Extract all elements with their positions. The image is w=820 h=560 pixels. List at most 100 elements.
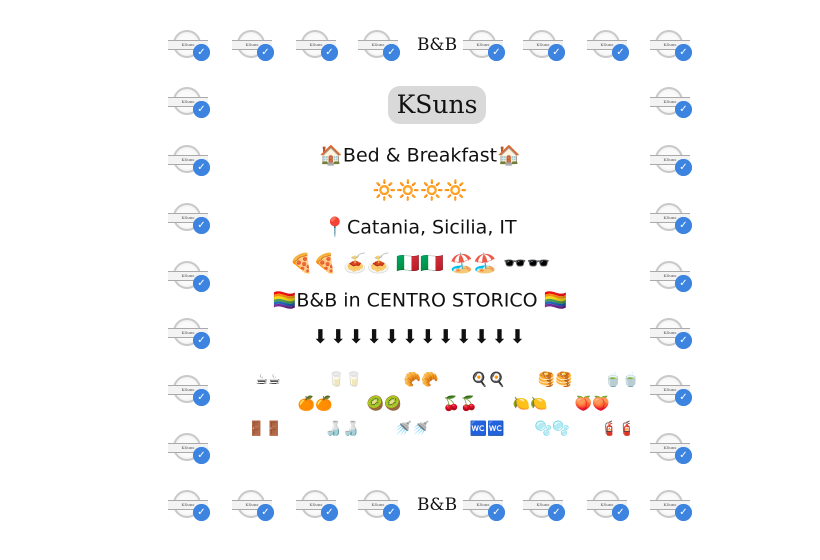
verified-badge-icon: KSuns✓ [168, 143, 210, 177]
check-icon: ✓ [257, 504, 274, 521]
badge-text: KSuns [650, 500, 690, 510]
amenity-emoji: 🍋🍋 [512, 396, 548, 412]
badge-text: KSuns [168, 40, 208, 50]
verified-badge-icon: KSuns✓ [650, 201, 692, 235]
sun-rating: 🔆🔆🔆🔆 [372, 179, 468, 202]
badge-text: KSuns [523, 500, 563, 510]
check-icon: ✓ [193, 159, 210, 176]
check-icon: ✓ [548, 44, 565, 61]
verified-badge-icon: KSuns✓ [358, 28, 400, 62]
title: 🏠Bed & Breakfast🏠 [319, 144, 521, 167]
badge-text: KSuns [296, 500, 336, 510]
verified-badge-icon: KSuns✓ [168, 201, 210, 235]
check-icon: ✓ [675, 332, 692, 349]
verified-badge-icon: KSuns✓ [168, 259, 210, 293]
badge-text: KSuns [650, 155, 690, 165]
badge-text: KSuns [232, 40, 272, 50]
check-icon: ✓ [612, 44, 629, 61]
verified-badge-icon: KSuns✓ [463, 28, 505, 62]
verified-badge-icon: KSuns✓ [168, 316, 210, 350]
badge-text: KSuns [650, 213, 690, 223]
check-icon: ✓ [675, 44, 692, 61]
verified-badge-icon: KSuns✓ [232, 28, 274, 62]
check-icon: ✓ [193, 504, 210, 521]
check-icon: ✓ [675, 275, 692, 292]
check-icon: ✓ [675, 101, 692, 118]
check-icon: ✓ [675, 447, 692, 464]
ksuns-logo: KSuns [388, 86, 486, 124]
check-icon: ✓ [321, 44, 338, 61]
badge-text: KSuns [296, 40, 336, 50]
badge-text: KSuns [587, 500, 627, 510]
badge-text: KSuns [587, 40, 627, 50]
verified-badge-icon: KSuns✓ [650, 316, 692, 350]
check-icon: ✓ [257, 44, 274, 61]
badge-text: KSuns [523, 40, 563, 50]
check-icon: ✓ [675, 159, 692, 176]
check-icon: ✓ [193, 332, 210, 349]
badge-text: KSuns [168, 500, 208, 510]
badge-text: KSuns [168, 155, 208, 165]
badge-text: KSuns [650, 328, 690, 338]
amenity-emoji: 🚾🚾 [469, 421, 505, 437]
amenity-emoji: 🚿🚿 [394, 421, 430, 437]
verified-badge-icon: KSuns✓ [650, 28, 692, 62]
badge-text: KSuns [650, 271, 690, 281]
verified-badge-icon: KSuns✓ [650, 488, 692, 522]
check-icon: ✓ [383, 44, 400, 61]
verified-badge-icon: KSuns✓ [587, 28, 629, 62]
check-icon: ✓ [612, 504, 629, 521]
verified-badge-icon: KSuns✓ [232, 488, 274, 522]
check-icon: ✓ [675, 217, 692, 234]
badge-text: KSuns [168, 97, 208, 107]
verified-badge-icon: KSuns✓ [168, 431, 210, 465]
check-icon: ✓ [193, 101, 210, 118]
check-icon: ✓ [193, 217, 210, 234]
amenity-emoji: 🍶🍶 [324, 421, 360, 437]
amenity-emoji: 🫧🫧 [534, 421, 570, 437]
amenity-emoji: 🧯🧯 [600, 421, 636, 437]
tagline: 🏳️‍🌈B&B in CENTRO STORICO 🏳️‍🌈 [272, 289, 568, 312]
amenity-emoji: 🍳🍳 [470, 372, 506, 388]
verified-badge-icon: KSuns✓ [168, 85, 210, 119]
badge-text: KSuns [463, 500, 503, 510]
badge-text: KSuns [168, 385, 208, 395]
amenity-emoji: 🥝🥝 [366, 396, 402, 412]
check-icon: ✓ [548, 504, 565, 521]
badge-text: KSuns [168, 213, 208, 223]
check-icon: ✓ [675, 389, 692, 406]
bottom-bb-label: B&B [416, 495, 458, 515]
verified-badge-icon: KSuns✓ [650, 431, 692, 465]
verified-badge-icon: KSuns✓ [168, 28, 210, 62]
verified-badge-icon: KSuns✓ [650, 373, 692, 407]
verified-badge-icon: KSuns✓ [463, 488, 505, 522]
location: 📍Catania, Sicilia, IT [323, 216, 517, 239]
badge-text: KSuns [358, 40, 398, 50]
verified-badge-icon: KSuns✓ [650, 259, 692, 293]
check-icon: ✓ [383, 504, 400, 521]
verified-badge-icon: KSuns✓ [296, 488, 338, 522]
verified-badge-icon: KSuns✓ [168, 373, 210, 407]
amenity-emoji: 🥛🥛 [327, 372, 363, 388]
badge-text: KSuns [168, 271, 208, 281]
check-icon: ✓ [488, 504, 505, 521]
amenity-emoji: 🥞🥞 [537, 372, 573, 388]
check-icon: ✓ [193, 389, 210, 406]
verified-badge-icon: KSuns✓ [523, 28, 565, 62]
amenity-emoji: 🍒🍒 [442, 396, 478, 412]
amenity-emoji: 🍊🍊 [297, 396, 333, 412]
icons-line: 🍕🍕 🍝🍝 🇮🇹🇮🇹 🏖️🏖️ 🕶️🕶️ [289, 252, 551, 275]
check-icon: ✓ [488, 44, 505, 61]
amenity-emoji: 🥐🥐 [403, 372, 439, 388]
check-icon: ✓ [675, 504, 692, 521]
badge-text: KSuns [463, 40, 503, 50]
verified-badge-icon: KSuns✓ [523, 488, 565, 522]
amenity-emoji: 🍑🍑 [574, 396, 610, 412]
amenity-emoji: 🚪🚪 [247, 421, 283, 437]
badge-text: KSuns [168, 328, 208, 338]
badge-text: KSuns [232, 500, 272, 510]
amenity-emoji: 🍵🍵 [604, 372, 640, 388]
badge-text: KSuns [650, 40, 690, 50]
badge-text: KSuns [650, 97, 690, 107]
badge-text: KSuns [650, 443, 690, 453]
